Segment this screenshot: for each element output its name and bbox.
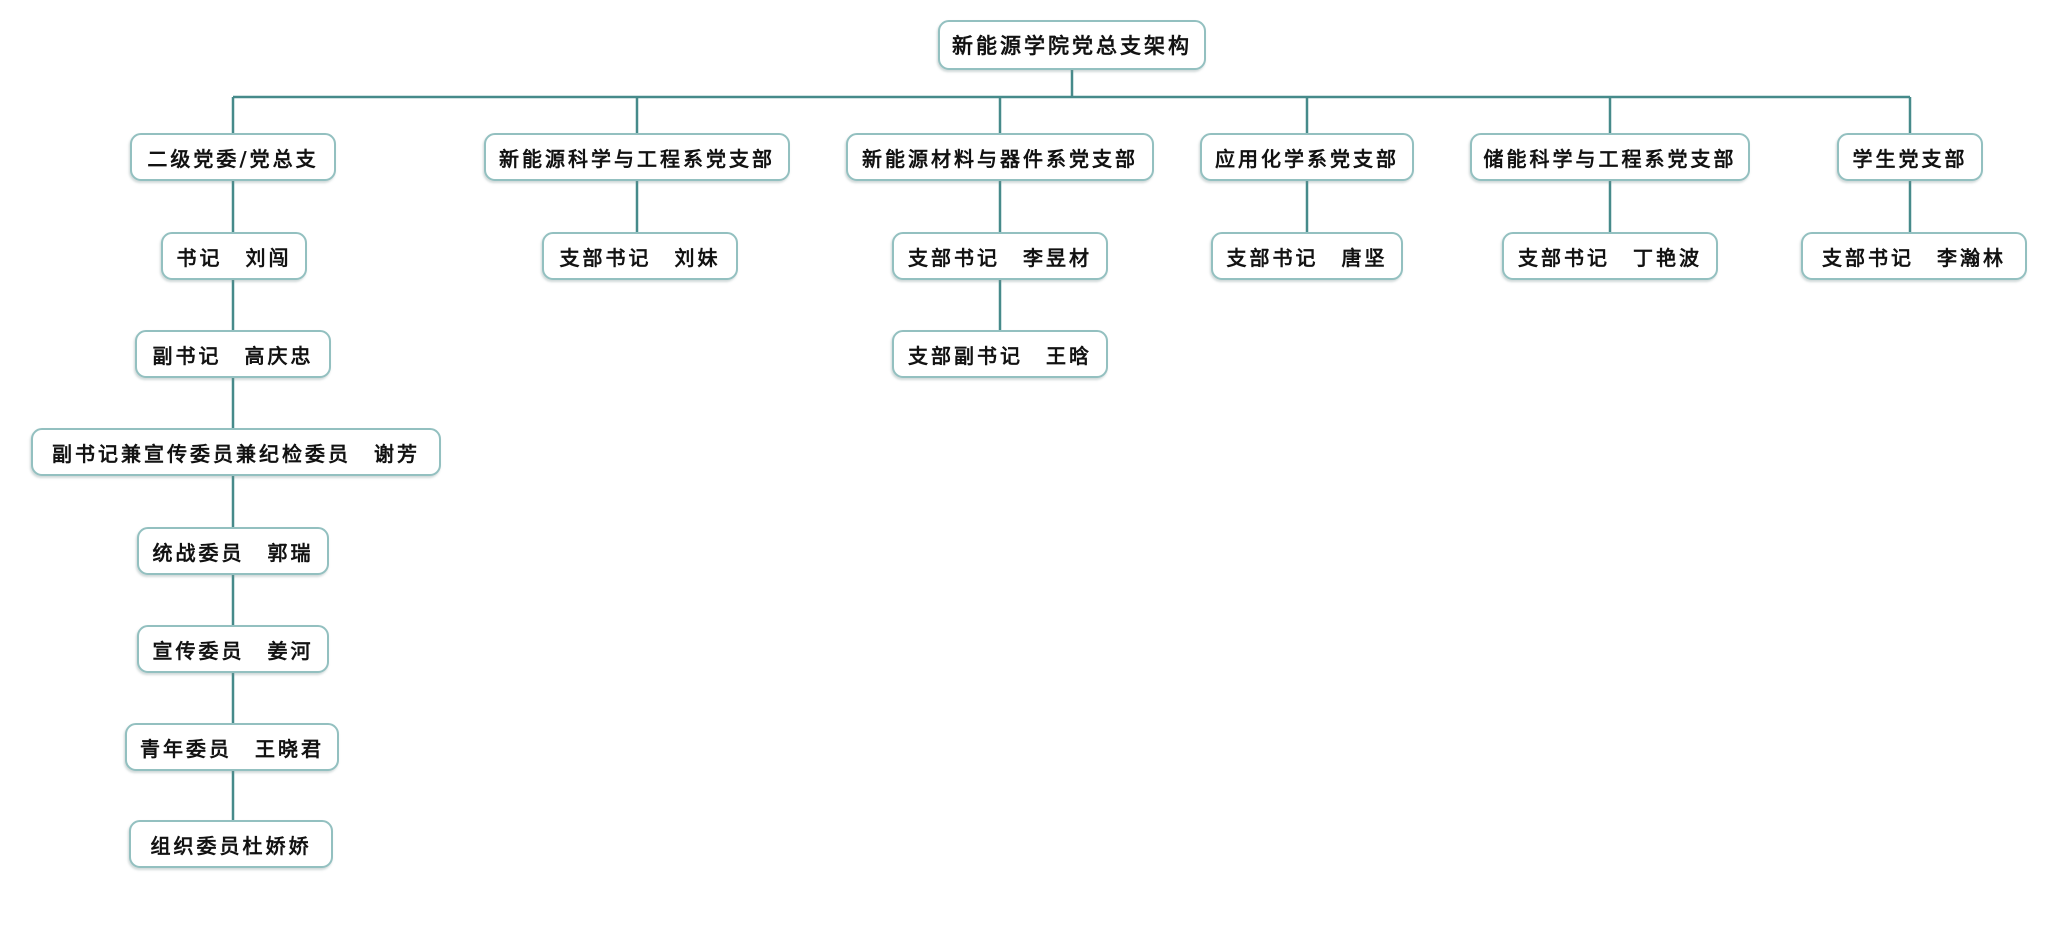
org-node-branch-4: 储能科学与工程系党支部 [1470, 133, 1750, 181]
org-node-member: 支部书记 刘妹 [542, 232, 738, 280]
org-node-member: 组织委员杜娇娇 [129, 820, 333, 868]
org-node-member: 支部书记 李昱材 [892, 232, 1108, 280]
org-node-member: 支部书记 李瀚林 [1801, 232, 2027, 280]
org-node-root: 新能源学院党总支架构 [938, 20, 1206, 70]
org-node-member: 宣传委员 姜河 [137, 625, 329, 673]
org-node-member: 统战委员 郭瑞 [137, 527, 329, 575]
org-node-member: 支部书记 丁艳波 [1502, 232, 1718, 280]
org-node-member: 青年委员 王晓君 [125, 723, 339, 771]
org-node-member: 副书记 高庆忠 [135, 330, 331, 378]
org-node-member: 支部副书记 王晗 [892, 330, 1108, 378]
org-node-branch-3: 应用化学系党支部 [1200, 133, 1414, 181]
org-node-branch-0: 二级党委/党总支 [130, 133, 336, 181]
org-node-branch-1: 新能源科学与工程系党支部 [484, 133, 790, 181]
org-node-member: 书记 刘闯 [161, 232, 307, 280]
org-node-branch-5: 学生党支部 [1837, 133, 1983, 181]
org-node-branch-2: 新能源材料与器件系党支部 [846, 133, 1154, 181]
org-node-member: 支部书记 唐坚 [1211, 232, 1403, 280]
org-node-member: 副书记兼宣传委员兼纪检委员 谢芳 [31, 428, 441, 476]
